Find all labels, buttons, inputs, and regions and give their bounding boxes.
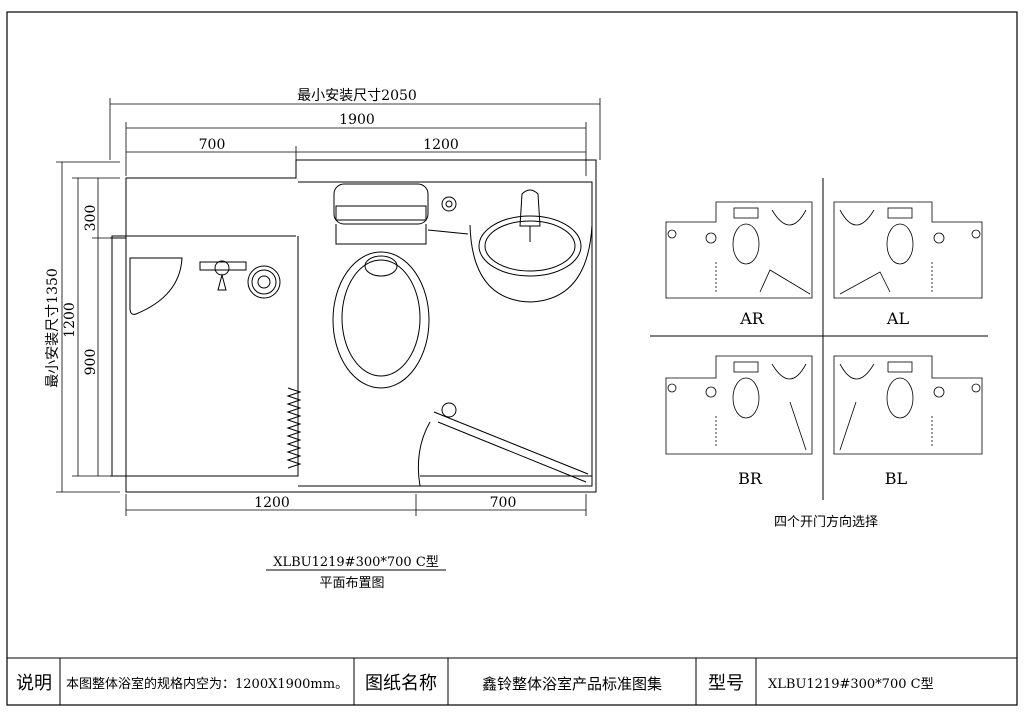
dim-300: 300 [83,205,99,232]
title-block-drawing-name: 鑫铃整体浴室产品标准图集 [482,675,662,693]
dim-700-bottom: 700 [490,495,517,511]
title-block-model-value: XLBU1219#300*700 C型 [768,677,934,692]
model-caption: XLBU1219#300*700 C型 [273,555,439,570]
door-option-al-diagram [833,201,983,299]
dim-min-install-width: 最小安装尺寸2050 [297,88,417,104]
title-block-model-label: 型号 [708,673,744,694]
dim-1200-vertical: 1200 [62,302,78,338]
title-block-note-text: 本图整体浴室的规格内空为：1200X1900mm。 [66,676,348,692]
sheet-border [6,11,1018,706]
dimension-lines [56,98,601,516]
door-option-br-label: BR [738,469,763,488]
door-option-ar-label: AR [739,309,765,328]
dim-min-install-height: 最小安装尺寸1350 [45,268,61,388]
door-option-al-label: AL [886,309,910,328]
floor-plan [110,159,597,493]
title-block [7,657,1017,705]
dim-1200-bottom: 1200 [254,495,290,511]
door-option-dividers [650,178,988,500]
door-option-ar-diagram [665,201,813,299]
door-option-bl-diagram [833,355,983,455]
dim-1200-top: 1200 [423,137,459,153]
title-block-drawing-name-label: 图纸名称 [365,673,437,694]
dim-700-top: 700 [199,137,226,153]
layout-caption: 平面布置图 [319,576,384,591]
door-option-br-diagram [665,355,813,455]
title-block-note-label: 说明 [16,673,52,694]
door-option-bl-label: BL [885,469,908,488]
door-options-caption: 四个开门方向选择 [774,514,878,530]
dim-900: 900 [83,349,99,376]
dim-1900: 1900 [339,112,375,128]
